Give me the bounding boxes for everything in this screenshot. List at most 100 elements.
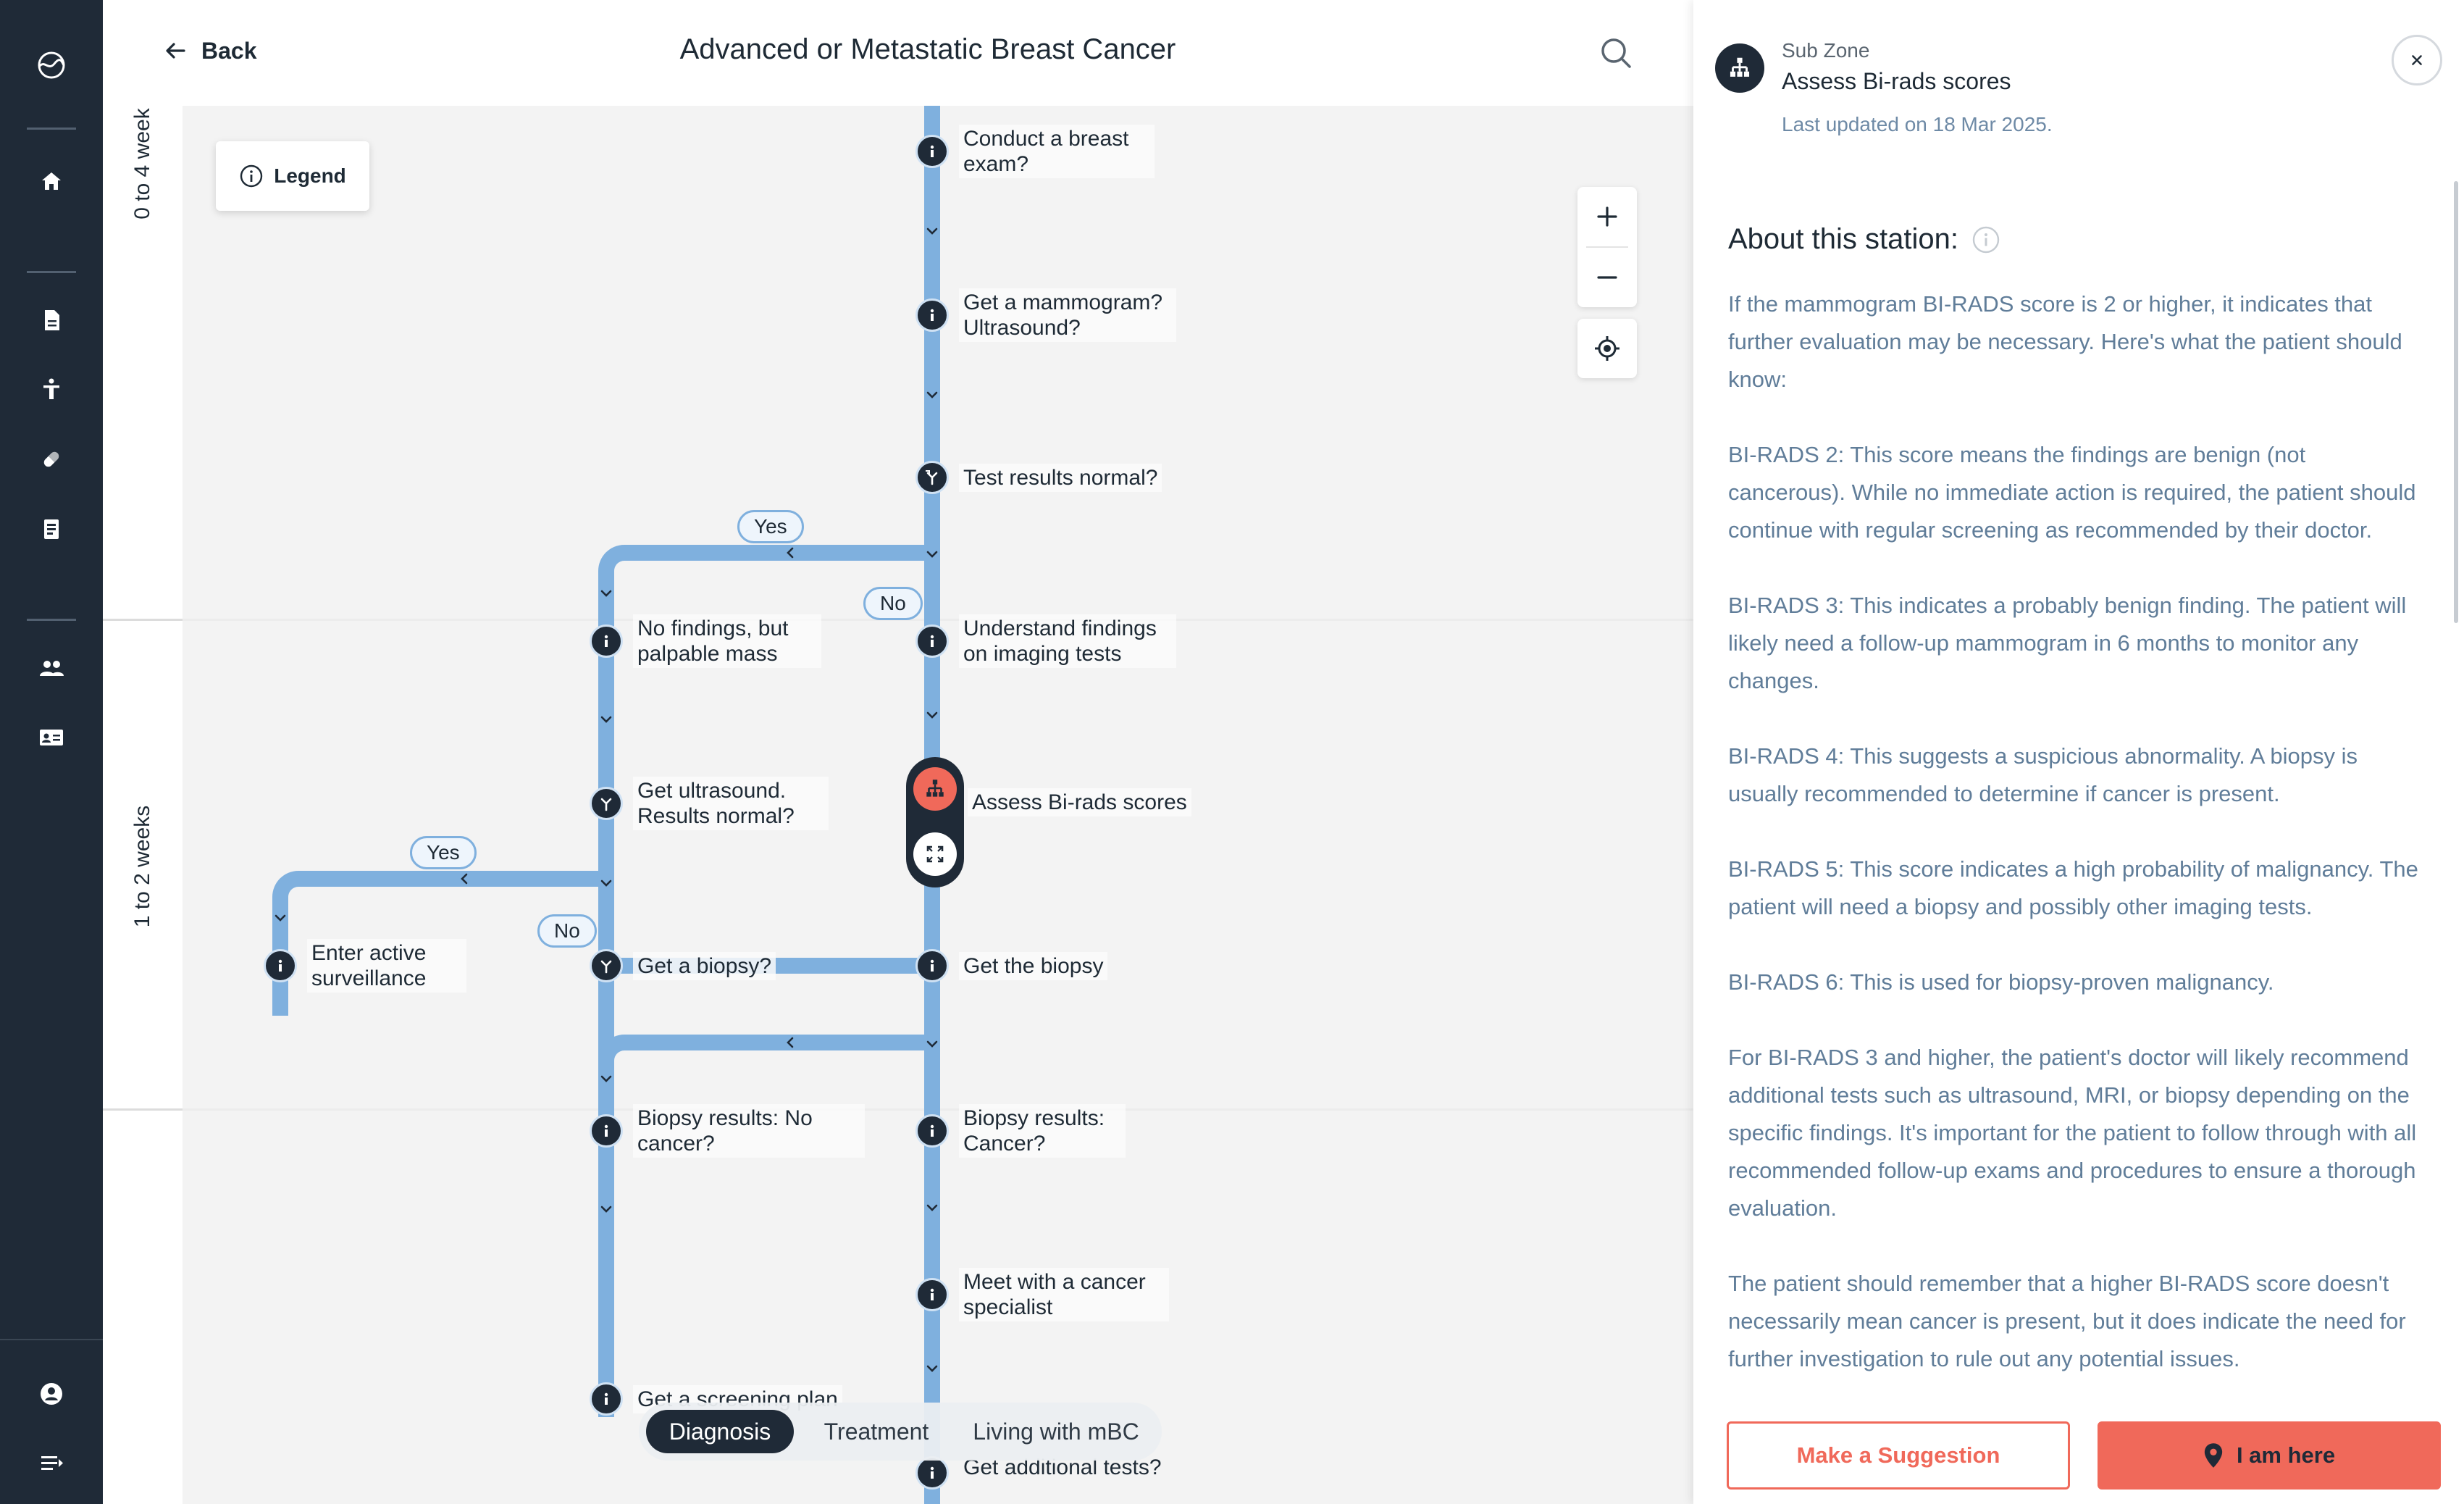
info-icon	[930, 1288, 934, 1300]
info-icon	[604, 1392, 608, 1405]
decision-station-node[interactable]	[590, 949, 623, 982]
branch-track	[598, 1236, 614, 1417]
nav-divider	[27, 271, 76, 273]
tab-living-with-mbc[interactable]: Living with mBC	[973, 1419, 1139, 1445]
back-button[interactable]: Back	[161, 36, 257, 65]
info-station-node[interactable]	[264, 949, 297, 982]
station-label[interactable]: No findings, but palpable mass	[633, 614, 821, 668]
info-station-node[interactable]	[915, 624, 949, 658]
time-band-label: 1 to 2 weeks	[130, 805, 154, 928]
tab-treatment[interactable]: Treatment	[824, 1419, 929, 1445]
chevron-down-icon	[597, 1069, 616, 1088]
chevron-down-icon	[923, 385, 942, 404]
menu-icon[interactable]	[27, 1439, 76, 1488]
close-button[interactable]	[2392, 35, 2442, 85]
station-label[interactable]: Get a biopsy?	[633, 952, 776, 980]
subzone-icon	[913, 767, 957, 811]
info-station-node[interactable]	[915, 949, 949, 982]
group-icon[interactable]	[27, 643, 76, 693]
info-station-node[interactable]	[590, 1114, 623, 1148]
accessibility-icon[interactable]	[27, 365, 76, 414]
crosshair-icon	[1595, 336, 1619, 361]
top-header: Back Advanced or Metastatic Breast Cance…	[103, 0, 1693, 106]
station-label[interactable]: Biopsy results: Cancer?	[959, 1104, 1126, 1158]
info-station-node[interactable]	[915, 1114, 949, 1148]
station-label[interactable]: Test results normal?	[959, 464, 1162, 492]
info-icon	[278, 959, 282, 972]
zoom-controls	[1577, 187, 1637, 307]
band-divider	[103, 619, 183, 621]
about-paragraph: The patient should remember that a highe…	[1728, 1271, 2406, 1371]
station-label[interactable]: Understand findings on imaging tests	[959, 614, 1176, 668]
info-icon	[604, 635, 608, 647]
about-paragraph: If the mammogram BI-RADS score is 2 or h…	[1728, 291, 2402, 392]
minus-icon	[1597, 276, 1617, 279]
fork-icon	[600, 798, 612, 811]
account-icon[interactable]	[27, 1369, 76, 1419]
pill-icon[interactable]	[27, 435, 76, 484]
info-station-node[interactable]	[915, 1278, 949, 1311]
station-label[interactable]: Get the biopsy	[959, 952, 1108, 980]
zoom-out-button[interactable]	[1577, 248, 1637, 307]
home-icon[interactable]	[27, 156, 76, 206]
about-title: About this station:	[1728, 223, 1958, 255]
i-am-here-label: I am here	[2236, 1442, 2336, 1468]
time-band-label: 0 to 4 week	[130, 108, 154, 220]
journey-map[interactable]: 0 to 4 week 1 to 2 weeks Yes No Yes No	[103, 106, 1693, 1504]
chevron-down-icon	[923, 1198, 942, 1217]
info-icon	[930, 1466, 934, 1479]
info-station-node[interactable]	[915, 1456, 949, 1490]
info-outline-icon[interactable]	[1971, 225, 2000, 254]
i-am-here-button[interactable]: I am here	[2098, 1421, 2441, 1490]
station-label[interactable]: Get a mammogram? Ultrasound?	[959, 288, 1176, 342]
decision-yes-pill: Yes	[737, 510, 804, 543]
about-content: If the mammogram BI-RADS score is 2 or h…	[1728, 285, 2423, 1401]
info-station-node[interactable]	[590, 1382, 623, 1416]
legend-label: Legend	[274, 164, 346, 187]
decision-station-node[interactable]	[915, 461, 949, 494]
document-icon[interactable]	[27, 296, 76, 345]
about-heading: About this station:	[1728, 223, 2000, 256]
clipboard-icon[interactable]	[27, 504, 76, 553]
station-label[interactable]: Biopsy results: No cancer?	[633, 1104, 865, 1158]
about-paragraph: BI-RADS 4: This suggests a suspicious ab…	[1728, 743, 2358, 806]
chevron-down-icon	[597, 710, 616, 729]
legend-button[interactable]: Legend	[216, 141, 369, 211]
station-label[interactable]: Get ultrasound. Results normal?	[633, 777, 829, 830]
zone-name: Assess Bi-rads scores	[1782, 68, 2011, 94]
decision-station-node[interactable]	[590, 787, 623, 820]
band-divider	[103, 1108, 183, 1111]
zoom-in-button[interactable]	[1577, 187, 1637, 246]
decision-no-pill: No	[537, 914, 597, 948]
search-icon	[1601, 38, 1631, 68]
chevron-down-icon	[923, 545, 942, 564]
info-station-node[interactable]	[915, 298, 949, 332]
current-subzone-station[interactable]	[906, 757, 964, 887]
expand-icon[interactable]	[913, 832, 957, 876]
about-paragraph: For BI-RADS 3 and higher, the patient's …	[1728, 1045, 2417, 1221]
about-paragraph: BI-RADS 3: This indicates a probably ben…	[1728, 593, 2407, 693]
make-suggestion-button[interactable]: Make a Suggestion	[1727, 1421, 2070, 1490]
chevron-down-icon	[597, 584, 616, 603]
recenter-button[interactable]	[1577, 319, 1637, 378]
about-paragraph: BI-RADS 5: This score indicates a high p…	[1728, 856, 2418, 919]
contact-card-icon[interactable]	[27, 713, 76, 762]
info-outline-icon	[240, 164, 263, 188]
panel-scrollbar[interactable]	[2454, 181, 2458, 623]
info-station-node[interactable]	[590, 624, 623, 658]
station-label[interactable]: Conduct a breast exam?	[959, 125, 1155, 178]
nav-divider	[0, 1339, 103, 1340]
station-label[interactable]: Meet with a cancer specialist	[959, 1268, 1169, 1321]
about-paragraph: BI-RADS 2: This score means the findings…	[1728, 442, 2416, 543]
station-label[interactable]: Assess Bi-rads scores	[968, 788, 1191, 816]
last-updated: Last updated on 18 Mar 2025.	[1782, 113, 2053, 135]
station-label[interactable]: Enter active surveillance	[307, 939, 466, 993]
fork-icon	[926, 470, 938, 485]
tab-diagnosis[interactable]: Diagnosis	[646, 1410, 794, 1453]
info-station-node[interactable]	[915, 135, 949, 168]
logo-icon[interactable]	[27, 41, 76, 90]
search-button[interactable]	[1596, 33, 1637, 74]
arrow-left-icon	[166, 43, 185, 59]
chevron-down-icon	[597, 1200, 616, 1219]
